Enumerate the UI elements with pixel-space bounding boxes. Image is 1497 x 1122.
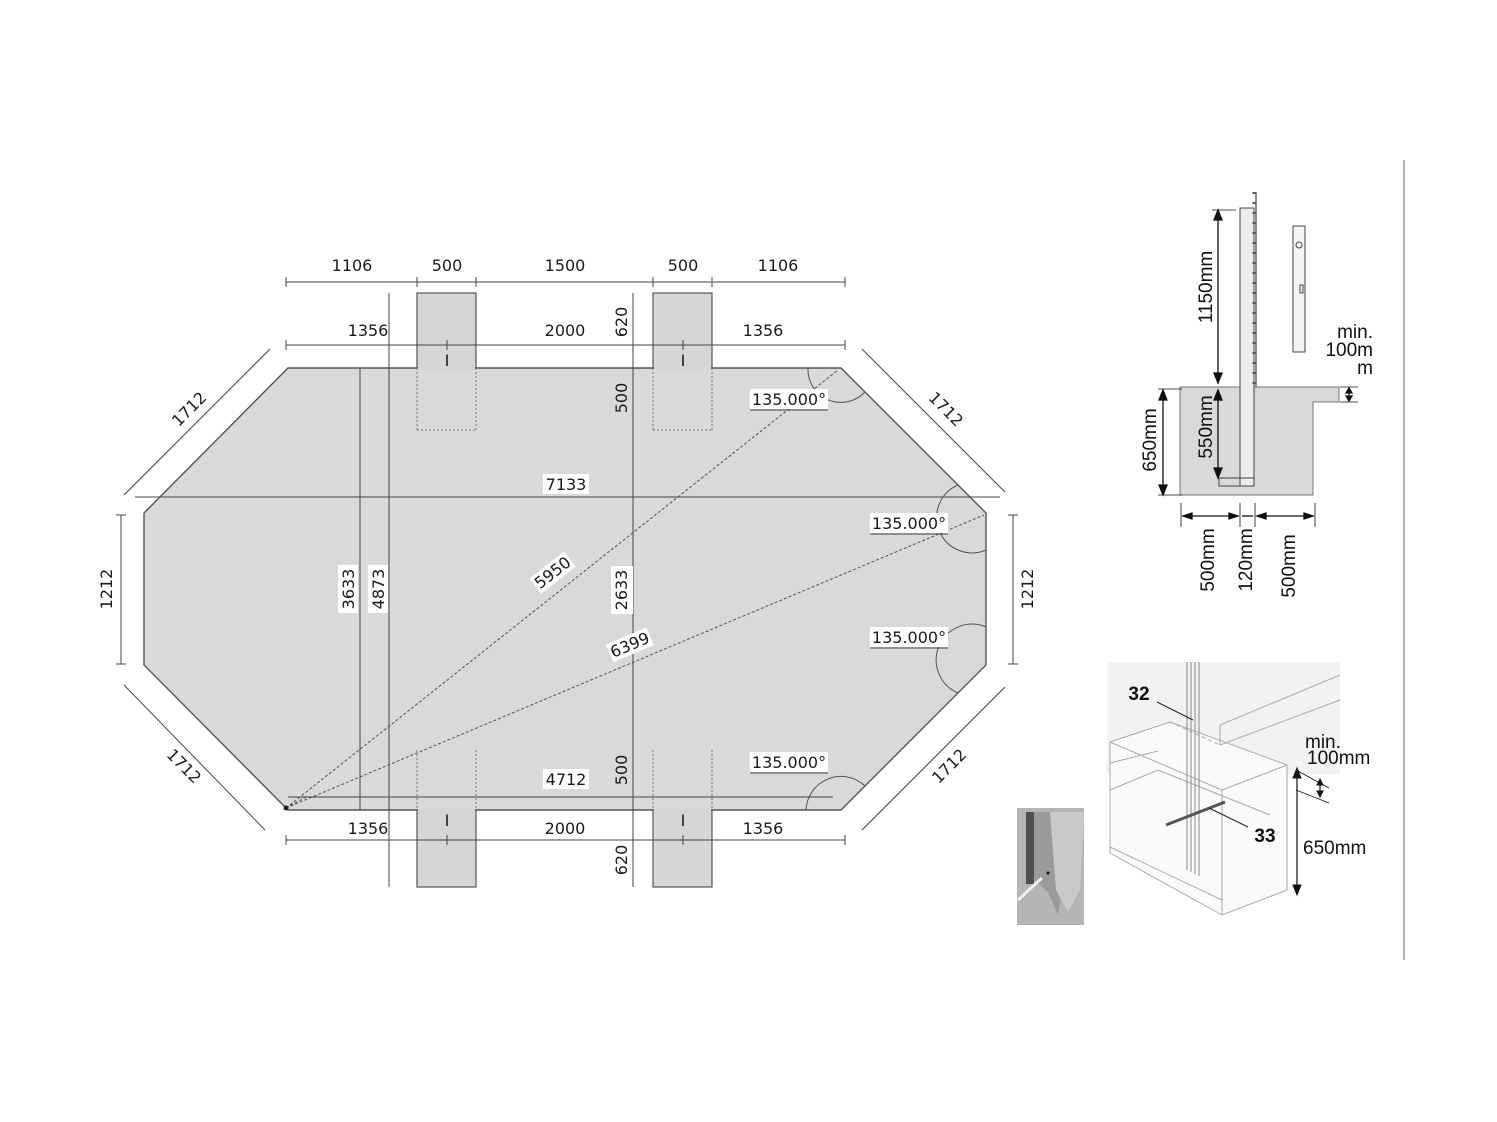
dim-top-3: 1500	[545, 256, 586, 275]
post	[1239, 207, 1255, 487]
dim-height-mid: 2633	[612, 570, 631, 611]
iso-view	[1107, 662, 1341, 916]
dim-bottom-post-inner: 500	[612, 755, 631, 786]
dim-side-right: 1212	[1018, 569, 1037, 610]
dim-width-left: 500mm	[1198, 528, 1219, 591]
dim-lower-1: 1356	[348, 819, 389, 838]
dim-footing-depth: 650mm	[1140, 408, 1161, 471]
dim-height-inner: 3633	[339, 569, 358, 610]
spirit-level-icon	[1292, 225, 1306, 353]
min-label-2: 100m	[1325, 340, 1373, 361]
angle-label-4: 135.000°	[752, 753, 826, 772]
min-label-1: min.	[1337, 322, 1373, 343]
post-symbol: I	[681, 351, 686, 370]
iso-min-label-1: min.	[1305, 732, 1341, 753]
dim-edge-top-right: 1712	[925, 388, 967, 430]
dim-upper-3: 1356	[743, 321, 784, 340]
dim-top-2: 500	[432, 256, 463, 275]
dim-side-left: 1212	[97, 569, 116, 610]
dim-edge-bottom-right: 1712	[928, 745, 970, 787]
angle-label-3: 135.000°	[872, 628, 946, 647]
section-view: 1150mm 550mm 650mm 500mm 120mm 500mm min…	[1140, 192, 1373, 598]
dim-upper-1: 1356	[348, 321, 389, 340]
dim-top-4: 500	[668, 256, 699, 275]
post-photo	[1016, 808, 1084, 925]
post-symbol: I	[445, 351, 450, 370]
dim-lower-2: 2000	[545, 819, 586, 838]
dim-bottom-post-depth: 620	[612, 845, 631, 876]
dim-top-post-depth: 620	[612, 307, 631, 338]
post-symbol: I	[445, 811, 450, 830]
dim-edge-top-left: 1712	[168, 388, 210, 430]
dim-embed-depth: 550mm	[1196, 395, 1217, 458]
min-label-3: m	[1357, 358, 1373, 379]
dim-top-5: 1106	[758, 256, 799, 275]
dim-upper-2: 2000	[545, 321, 586, 340]
dim-lower-3: 1356	[743, 819, 784, 838]
angle-label-2: 135.000°	[872, 514, 946, 533]
dim-top-post-inner: 500	[612, 383, 631, 414]
dim-above-ground: 1150mm	[1196, 251, 1217, 324]
dim-height-outer: 4873	[369, 569, 388, 610]
dim-top-1: 1106	[332, 256, 373, 275]
post-symbol: I	[681, 811, 686, 830]
dim-width-post: 120mm	[1236, 528, 1257, 591]
iso-min-label-2: 100mm	[1307, 748, 1370, 769]
pool-outline	[143, 367, 987, 811]
dim-width-long: 7133	[546, 475, 587, 494]
plan-view: I I I I 1106 500 1500 500 1106 1356 2000…	[97, 256, 1037, 888]
dim-width-bottom: 4712	[546, 770, 587, 789]
callout-rod: 33	[1254, 826, 1275, 847]
iso-footing-depth: 650mm	[1303, 838, 1366, 859]
dim-edge-bottom-left: 1712	[163, 745, 205, 787]
angle-label-1: 135.000°	[752, 390, 826, 409]
callout-post: 32	[1128, 684, 1149, 705]
dim-width-right: 500mm	[1279, 534, 1300, 597]
